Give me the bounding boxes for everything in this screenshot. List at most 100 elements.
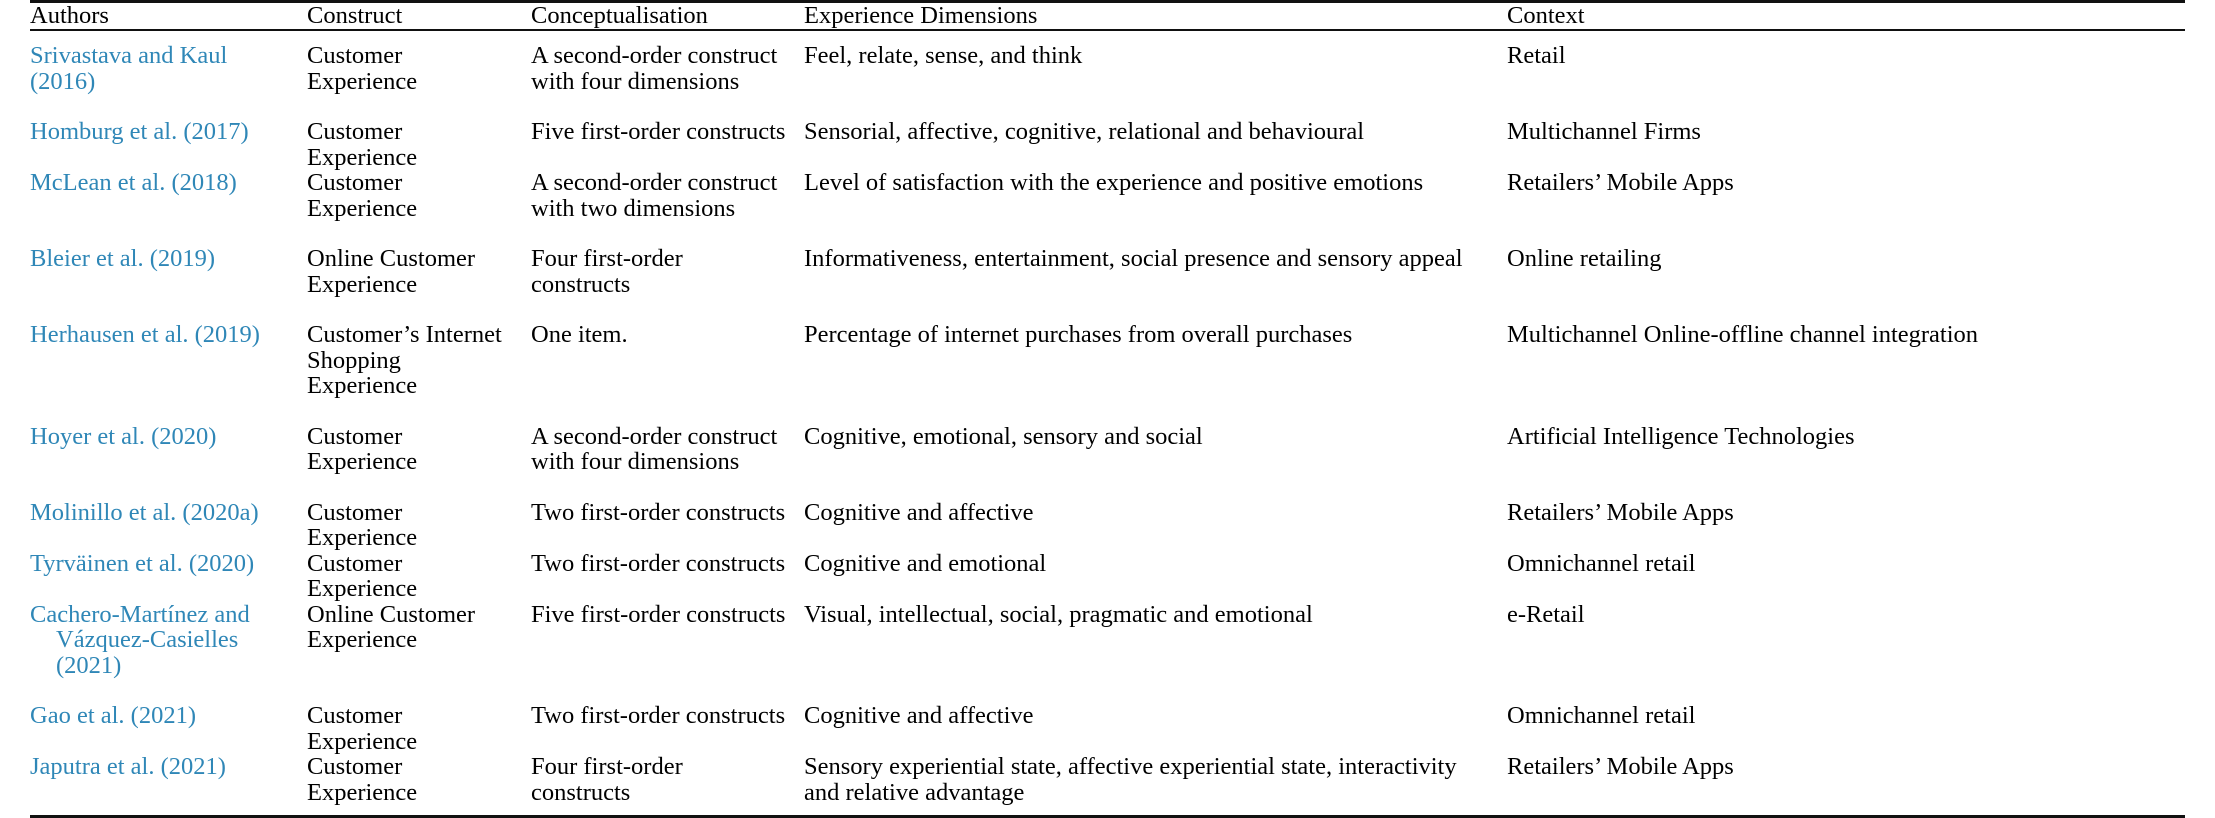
- cell-conceptualisation: Two first-order constructs: [531, 475, 804, 551]
- cell-construct: Online Customer Experience: [307, 221, 531, 297]
- cell-text-context: Multichannel Firms: [1507, 118, 1701, 145]
- cell-experience_dimensions: Percentage of internet purchases from ov…: [804, 297, 1507, 399]
- author-citation-link[interactable]: Molinillo et al. (2020a): [30, 498, 259, 526]
- cell-text-construct: Customer Experience: [307, 422, 418, 475]
- table-row: Homburg et al. (2017) Customer Experience…: [30, 94, 2185, 170]
- cell-experience_dimensions: Cognitive and affective: [804, 475, 1507, 551]
- author-citation-link[interactable]: Cachero-Martínez and: [30, 600, 250, 628]
- cell-context: Retailers’ Mobile Apps: [1507, 754, 2185, 805]
- cell-experience_dimensions: Cognitive and affective: [804, 678, 1507, 754]
- table-row: Herhausen et al. (2019) Customer’s Intern…: [30, 297, 2185, 399]
- column-header-construct: Construct: [307, 2, 403, 29]
- literature-review-table: Authors Construct Conceptualisation Expe…: [30, 0, 2185, 818]
- cell-text-conceptualisation: Two first-order constructs: [531, 549, 786, 577]
- cell-construct: Online Customer Experience: [307, 600, 531, 679]
- cell-context: Online retailing: [1507, 221, 2185, 297]
- header-row: Authors Construct Conceptualisation Expe…: [30, 3, 2185, 29]
- cell-authors: Homburg et al. (2017): [30, 94, 307, 170]
- table-body-rows: Srivastava and Kaul (2016) Customer Exper…: [30, 43, 2185, 805]
- cell-experience_dimensions: Informativeness, entertainment, social p…: [804, 221, 1507, 297]
- cell-context: Retail: [1507, 43, 2185, 94]
- author-citation-link[interactable]: Japutra et al. (2021): [30, 753, 226, 780]
- cell-conceptualisation: A second-order construct with four dimen…: [531, 43, 804, 94]
- table-row: Molinillo et al. (2020a) Customer Experie…: [30, 475, 2185, 551]
- cell-text-context: Omnichannel retail: [1507, 702, 1696, 729]
- cell-text-experience_dimensions: Sensory experiential state, affective ex…: [804, 753, 1463, 806]
- author-citation-link[interactable]: Bleier et al. (2019): [30, 245, 216, 272]
- cell-text-conceptualisation: A second-order construct with two dimens…: [531, 169, 784, 222]
- table-row: Tyrväinen et al. (2020) Customer Experien…: [30, 549, 2185, 602]
- author-citation-link[interactable]: Tyrväinen et al. (2020): [30, 549, 255, 577]
- cell-context: Omnichannel retail: [1507, 549, 2185, 602]
- cell-text-conceptualisation: Two first-order constructs: [531, 702, 786, 729]
- cell-text-context: Retailers’ Mobile Apps: [1507, 753, 1734, 780]
- cell-text-construct: Customer Experience: [307, 702, 418, 755]
- cell-text-context: Multichannel Online-offline channel inte…: [1507, 321, 1979, 348]
- table-body-wrapper: Srivastava and Kaul (2016) Customer Exper…: [30, 31, 2185, 815]
- cell-text-experience_dimensions: Visual, intellectual, social, pragmatic …: [804, 600, 1313, 628]
- cell-text-construct: Customer Experience: [307, 498, 418, 551]
- author-citation-link[interactable]: McLean et al. (2018): [30, 169, 237, 196]
- cell-conceptualisation: Four first-order constructs: [531, 221, 804, 297]
- cell-conceptualisation: One item.: [531, 297, 804, 399]
- cell-text-experience_dimensions: Sensorial, affective, cognitive, relatio…: [804, 118, 1365, 145]
- cell-text-construct: Customer Experience: [307, 118, 418, 171]
- cell-construct: Customer’s Internet Shopping Experience: [307, 297, 531, 399]
- cell-text-construct: Customer’s Internet Shopping Experience: [307, 321, 508, 399]
- table-row: Gao et al. (2021) Customer Experience Two …: [30, 678, 2185, 754]
- table-body: Srivastava and Kaul (2016) Customer Exper…: [30, 43, 2185, 805]
- cell-authors: Hoyer et al. (2020): [30, 399, 307, 475]
- cell-construct: Customer Experience: [307, 43, 531, 94]
- cell-conceptualisation: Five first-order constructs: [531, 601, 804, 679]
- cell-experience_dimensions: Feel, relate, sense, and think: [804, 43, 1507, 94]
- cell-text-experience_dimensions: Percentage of internet purchases from ov…: [804, 321, 1353, 348]
- cell-authors: Molinillo et al. (2020a): [30, 475, 307, 551]
- author-citation-link[interactable]: Gao et al. (2021): [30, 702, 196, 729]
- cell-text-context: Omnichannel retail: [1507, 549, 1696, 577]
- cell-conceptualisation: Two first-order constructs: [531, 549, 804, 602]
- author-citation-link[interactable]: Srivastava and Kaul (2016): [30, 42, 234, 95]
- cell-context: Multichannel Online-offline channel inte…: [1507, 297, 2185, 399]
- cell-text-conceptualisation: Four first-order constructs: [531, 245, 689, 298]
- cell-context: Artificial Intelligence Technologies: [1507, 399, 2185, 475]
- cell-text-experience_dimensions: Cognitive and affective: [804, 702, 1034, 729]
- author-citation-link-continued[interactable]: Vázquez-Casielles (2021): [56, 626, 245, 679]
- cell-construct: Customer Experience: [307, 94, 531, 170]
- cell-text-construct: Online Customer Experience: [307, 600, 482, 653]
- cell-text-context: Retail: [1507, 42, 1566, 69]
- cell-text-conceptualisation: One item.: [531, 321, 628, 348]
- cell-text-construct: Online Customer Experience: [307, 245, 482, 298]
- cell-conceptualisation: Four first-order constructs: [531, 754, 804, 805]
- cell-text-experience_dimensions: Cognitive and emotional: [804, 549, 1047, 577]
- cell-text-construct: Customer Experience: [307, 42, 418, 95]
- cell-text-conceptualisation: A second-order construct with four dimen…: [531, 422, 784, 475]
- cell-context: Multichannel Firms: [1507, 94, 2185, 170]
- author-citation-link[interactable]: Hoyer et al. (2020): [30, 422, 217, 450]
- cell-text-experience_dimensions: Cognitive and affective: [804, 498, 1034, 526]
- cell-authors: Herhausen et al. (2019): [30, 297, 307, 399]
- cell-text-conceptualisation: Two first-order constructs: [531, 498, 786, 526]
- cell-text-experience_dimensions: Level of satisfaction with the experienc…: [804, 169, 1424, 196]
- cell-text-context: Retailers’ Mobile Apps: [1507, 498, 1734, 526]
- column-header-context: Context: [1507, 2, 1585, 29]
- cell-text-context: e-Retail: [1507, 600, 1585, 628]
- cell-construct: Customer Experience: [307, 475, 531, 551]
- author-citation-link[interactable]: Homburg et al. (2017): [30, 118, 249, 145]
- cell-authors: Japutra et al. (2021): [30, 754, 307, 805]
- cell-construct: Customer Experience: [307, 550, 531, 602]
- column-header-authors: Authors: [30, 2, 109, 29]
- cell-text-context: Artificial Intelligence Technologies: [1507, 422, 1855, 450]
- cell-text-conceptualisation: A second-order construct with four dimen…: [531, 42, 784, 95]
- cell-text-experience_dimensions: Feel, relate, sense, and think: [804, 42, 1083, 69]
- cell-experience_dimensions: Visual, intellectual, social, pragmatic …: [804, 600, 1507, 679]
- table-row: Japutra et al. (2021)Customer Experience…: [30, 754, 2185, 805]
- table-header: Authors Construct Conceptualisation Expe…: [30, 3, 2185, 29]
- cell-experience_dimensions: Cognitive, emotional, sensory and social: [804, 399, 1507, 475]
- cell-conceptualisation: A second-order construct with four dimen…: [531, 399, 804, 475]
- cell-authors: Srivastava and Kaul (2016): [30, 43, 307, 94]
- table-header-rule: [30, 29, 2185, 31]
- cell-experience_dimensions: Sensory experiential state, affective ex…: [804, 754, 1507, 805]
- author-citation-link[interactable]: Herhausen et al. (2019): [30, 321, 260, 348]
